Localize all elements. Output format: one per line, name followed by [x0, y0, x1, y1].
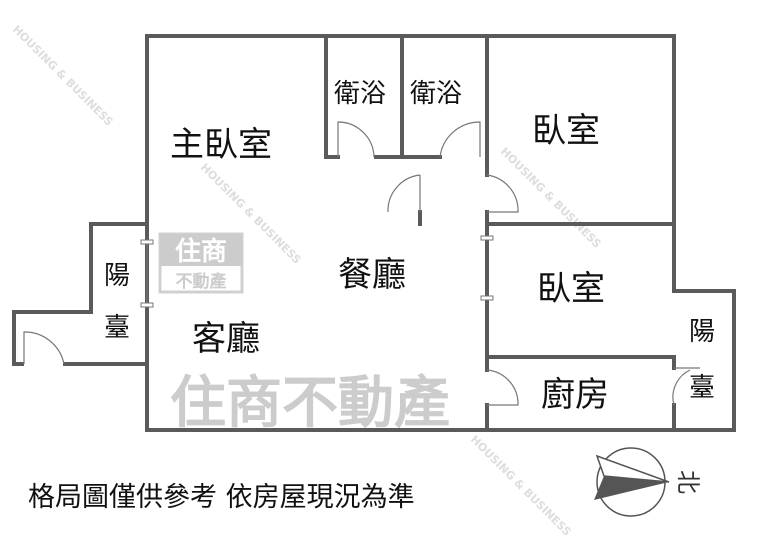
sliding-door-stop: [480, 295, 494, 301]
door-swing: [672, 367, 700, 406]
room-balcony-left-2: 臺: [104, 313, 130, 343]
watermark-english: HOUSING & BUSINESS: [468, 433, 574, 539]
room-balcony-left: 陽: [104, 261, 130, 291]
door-swing: [486, 174, 519, 213]
walls: [12, 34, 736, 432]
interior-wall: [324, 34, 340, 159]
door-swing: [23, 331, 65, 365]
door-swing: [387, 174, 421, 213]
compass-needle-dark: [594, 476, 669, 500]
watermark-english: HOUSING & BUSINESS: [10, 23, 116, 129]
room-kitchen: 廚房: [541, 375, 609, 415]
watermark-brand-large: 住商不動產: [170, 371, 450, 436]
watermark-english: HOUSING & BUSINESS: [498, 145, 604, 251]
doors: [23, 121, 700, 406]
door-swing: [439, 121, 481, 158]
room-bedroom-1: 臥室: [532, 111, 600, 151]
room-bedroom-2: 臥室: [537, 269, 605, 309]
room-balcony-right-2: 臺: [689, 373, 715, 403]
room-master-bedroom: 主臥室: [170, 125, 272, 165]
watermark-brand-bottom: 不動產: [176, 271, 227, 292]
watermark-brand-top: 住商: [175, 236, 227, 267]
sliding-door-stop: [140, 239, 154, 245]
room-dining: 餐廳: [338, 255, 406, 295]
room-bath-2: 衛浴: [410, 79, 462, 109]
left-balcony-wall: [12, 222, 149, 366]
door-swing: [337, 121, 375, 158]
disclaimer: 格局圖僅供參考 依房屋現況為準: [28, 482, 415, 513]
compass-label: 北: [674, 470, 702, 494]
compass-icon: 北: [594, 447, 702, 517]
door-swing: [486, 369, 519, 406]
outer-wall: [145, 34, 736, 432]
watermark: 住商 不動產 住商不動產 HOUSING & BUSINESS HOUSING …: [10, 23, 604, 539]
sliding-door-stop: [140, 302, 154, 308]
room-balcony-right: 陽: [689, 317, 715, 347]
room-living: 客廳: [192, 319, 260, 359]
room-bath-1: 衛浴: [334, 79, 386, 109]
sliding-door-stop: [480, 235, 494, 241]
watermark-logo-band: [160, 234, 242, 266]
